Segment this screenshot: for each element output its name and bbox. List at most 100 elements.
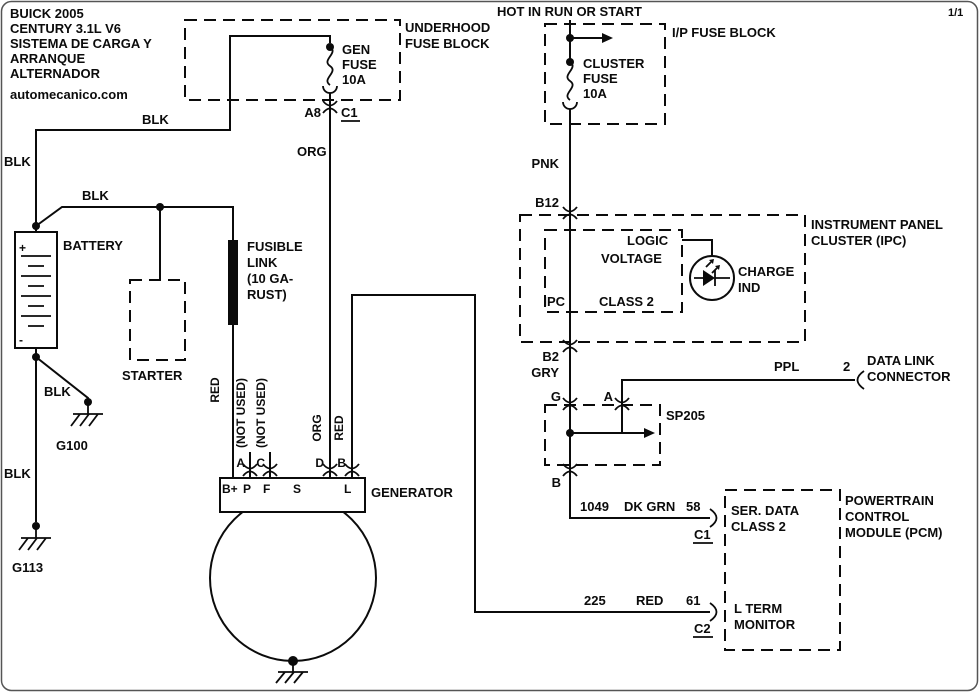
dlc-name-2: CONNECTOR xyxy=(867,369,951,384)
gen-pin-d-label: D xyxy=(315,456,324,470)
splice-arrow xyxy=(644,428,655,438)
starter-box xyxy=(129,279,186,361)
connector-dlc xyxy=(856,370,865,390)
battery-minus: - xyxy=(19,333,23,347)
splice-pin-g-label: G xyxy=(551,389,561,404)
splice-pin-a-label: A xyxy=(604,389,614,404)
wire-label-blk-g113: BLK xyxy=(4,466,31,481)
conn-c2-pcm-label: C2 xyxy=(694,621,711,636)
connector-b12 xyxy=(562,206,578,220)
title-line-2: CENTURY 3.1L V6 xyxy=(10,21,121,36)
pcm-box xyxy=(724,489,841,651)
pcm-name-2: CONTROL xyxy=(845,509,909,524)
wire-label-blk-battery-top: BLK xyxy=(4,154,31,169)
ipc-class2-label: CLASS 2 xyxy=(599,294,654,309)
dlc-name-1: DATA LINK xyxy=(867,353,935,368)
splice-name: SP205 xyxy=(666,408,705,423)
gen-pin-b-label: B xyxy=(337,456,346,470)
splice-box xyxy=(544,404,661,466)
wire-label-gry: GRY xyxy=(531,365,559,380)
circuit-225-label: 225 xyxy=(584,593,606,608)
wire-label-org: ORG xyxy=(297,144,327,159)
connector-gen-a xyxy=(242,463,258,477)
pcm-name-3: MODULE (PCM) xyxy=(845,525,943,540)
cluster-fuse-label-2: FUSE xyxy=(583,71,618,86)
generator-symbol: B+ P F S L xyxy=(209,477,377,662)
junction-dots xyxy=(32,34,574,437)
connector-gen-b xyxy=(344,463,360,477)
fusible-link-label-3: (10 GA- xyxy=(247,271,293,286)
ipc-ipc-label: IPC xyxy=(543,294,565,309)
fusible-link-label-2: LINK xyxy=(247,255,278,270)
generator-name: GENERATOR xyxy=(371,485,453,500)
connector-b2 xyxy=(562,339,578,353)
underhood-name-1: UNDERHOOD xyxy=(405,20,490,35)
pcm-serdata-label: SER. DATA xyxy=(731,503,800,518)
title-line-4: ARRANQUE xyxy=(10,51,85,66)
wire-label-dkgrn: DK GRN xyxy=(624,499,675,514)
title-line-1: BUICK 2005 xyxy=(10,6,84,21)
splice-pin-b-label: B xyxy=(552,475,561,490)
gen-not-used-1: (NOT USED) xyxy=(234,378,248,448)
connector-splice-b xyxy=(562,463,578,477)
pcm-lterm-label: L TERM xyxy=(734,601,782,616)
pin-58-label: 58 xyxy=(686,499,700,514)
title-line-3: SISTEMA DE CARGA Y xyxy=(10,36,152,51)
ipc-inner-box xyxy=(544,229,683,313)
connector-pcm-c2 xyxy=(709,602,718,622)
ipc-name-1: INSTRUMENT PANEL xyxy=(811,217,943,232)
title-line-5: ALTERNADOR xyxy=(10,66,101,81)
ground-g100-symbol xyxy=(70,398,103,427)
ground-g113-symbol xyxy=(18,522,51,551)
gen-pin-c-label: C xyxy=(256,456,265,470)
ipc-logic-label: LOGIC xyxy=(627,233,669,248)
wire-label-red-link: RED xyxy=(208,377,222,403)
dlc-pin-label: 2 xyxy=(843,359,850,374)
connector-a8-c1 xyxy=(322,100,338,114)
ipc-voltage-label: VOLTAGE xyxy=(601,251,662,266)
pcm-monitor-label: MONITOR xyxy=(734,617,796,632)
wire-label-ppl: PPL xyxy=(774,359,799,374)
connector-pcm-c1 xyxy=(709,508,718,528)
pin-b2-label: B2 xyxy=(542,349,559,364)
pin-a8-label: A8 xyxy=(304,105,321,120)
fusible-link-label-4: RUST) xyxy=(247,287,287,302)
battery-symbol: + - xyxy=(14,231,58,349)
wire-label-blk-feed-top: BLK xyxy=(142,112,169,127)
title-block: BUICK 2005 CENTURY 3.1L V6 SISTEMA DE CA… xyxy=(10,6,152,102)
generator-terminal-p: P xyxy=(243,482,251,496)
pcm-name-1: POWERTRAIN xyxy=(845,493,934,508)
site-label: automecanico.com xyxy=(10,87,128,102)
underhood-fuse-block-box xyxy=(184,19,401,101)
fusible-link-symbol xyxy=(228,240,238,325)
connector-symbols xyxy=(242,100,865,622)
cluster-fuse-label-3: 10A xyxy=(583,86,607,101)
cluster-fuse-label-1: CLUSTER xyxy=(583,56,645,71)
connector-splice-g xyxy=(562,397,578,411)
starter-name: STARTER xyxy=(122,368,183,383)
battery-plus: + xyxy=(19,241,26,255)
wire-label-blk-starter: BLK xyxy=(82,188,109,203)
pin-b12-label: B12 xyxy=(535,195,559,210)
conn-c1-pcm-label: C1 xyxy=(694,527,711,542)
underhood-name-2: FUSE BLOCK xyxy=(405,36,490,51)
ip-junction-arrow xyxy=(602,33,613,43)
connector-gen-d xyxy=(322,463,338,477)
gen-fuse-label-1: GEN xyxy=(342,42,370,57)
wire-label-red-225: RED xyxy=(636,593,663,608)
hot-in-run-label: HOT IN RUN OR START xyxy=(497,4,642,19)
gen-wire-org-label: ORG xyxy=(310,414,324,441)
generator-terminal-s: S xyxy=(293,482,301,496)
arrowheads xyxy=(602,33,655,438)
gen-fuse-symbol xyxy=(322,43,338,94)
generator-terminal-f: F xyxy=(263,482,270,496)
generator-terminal-bplus: B+ xyxy=(222,482,238,496)
generator-terminal-l: L xyxy=(344,482,351,496)
conn-c1-fuse-label: C1 xyxy=(341,105,358,120)
ground-g113-label: G113 xyxy=(12,560,43,575)
charge-ind-label-2: IND xyxy=(738,280,760,295)
page-indicator: 1/1 xyxy=(948,7,963,19)
